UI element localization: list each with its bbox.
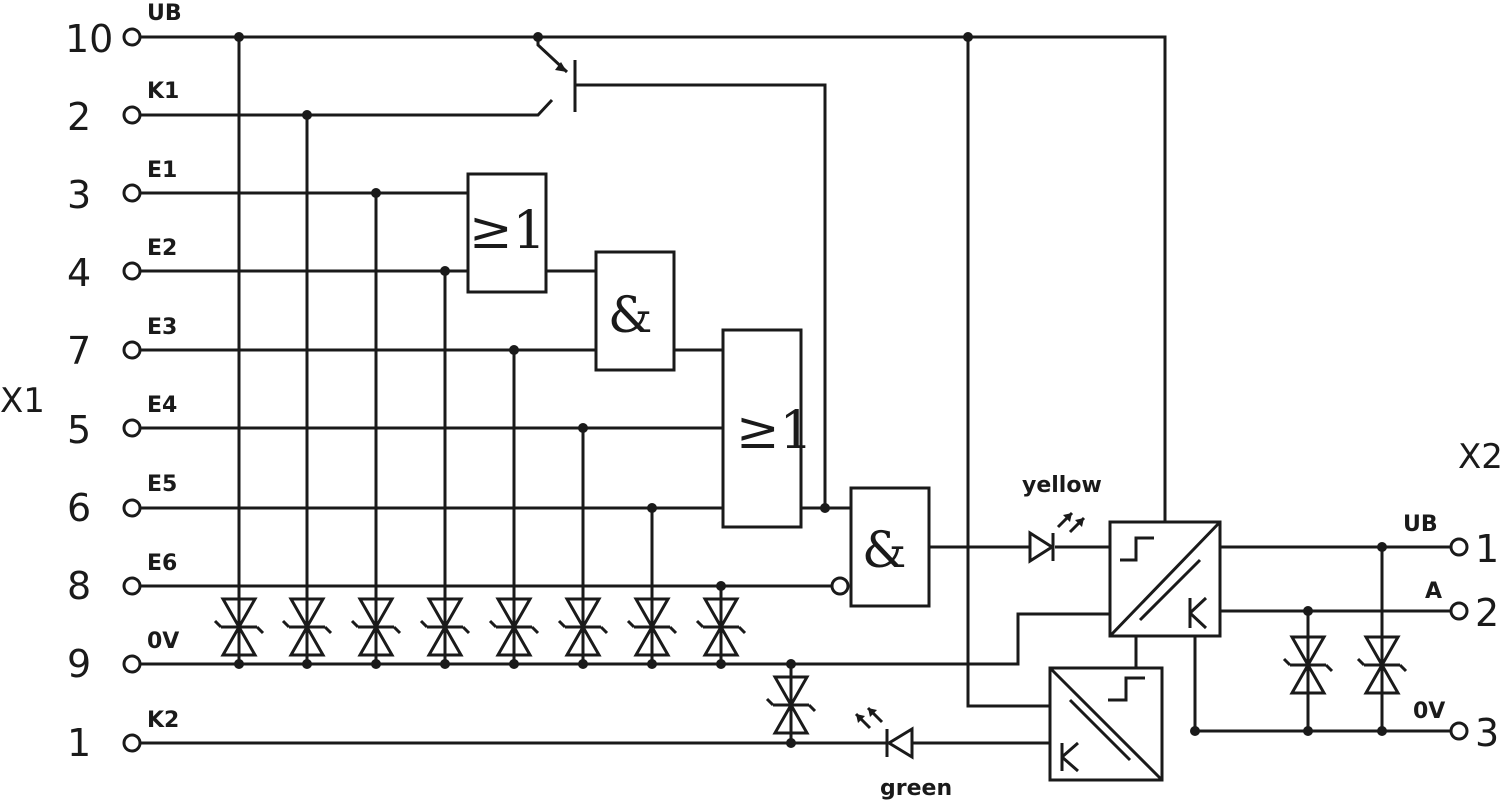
x1-signal-label: E6 xyxy=(147,551,177,576)
tvs-diode-icon xyxy=(488,597,540,657)
x1-signal-label: E2 xyxy=(147,236,177,261)
x1-terminal xyxy=(122,105,142,125)
x1-signal-label: K1 xyxy=(147,79,179,104)
lower-converter xyxy=(1048,666,1164,782)
inverter-bubble xyxy=(830,576,850,596)
transistor-arrow-icon xyxy=(555,62,567,72)
green-led-label: green xyxy=(880,776,952,801)
yellow-led-label: yellow xyxy=(1022,473,1102,498)
and-gate-1 xyxy=(594,250,676,372)
x1-signal-label: 0V xyxy=(147,629,179,654)
x1-terminal xyxy=(122,27,142,47)
tvs-diode-icon xyxy=(557,597,609,657)
x1-pin-number: 5 xyxy=(67,408,91,452)
x2-pin-number: 1 xyxy=(1475,527,1499,571)
x2-signal-label: UB xyxy=(1403,512,1438,537)
x1-terminal xyxy=(122,654,142,674)
x2-signal-label: A xyxy=(1425,579,1442,604)
tvs-diode-icon xyxy=(281,597,333,657)
x1-signal-label: E5 xyxy=(147,472,177,497)
x1-terminal xyxy=(122,340,142,360)
and-gate-2-label: & xyxy=(862,521,907,579)
tvs-diode-icon xyxy=(213,597,265,657)
x1-terminal xyxy=(122,576,142,596)
tvs-diode-bank xyxy=(213,597,1408,735)
x1-terminals xyxy=(122,27,142,753)
x1-signal-label: E3 xyxy=(147,315,177,340)
x1-pin-number: 3 xyxy=(67,173,91,217)
x1-terminal xyxy=(122,733,142,753)
tvs-diode-icon xyxy=(626,597,678,657)
and-gate-1-label: & xyxy=(608,286,653,344)
x2-terminal xyxy=(1449,537,1469,557)
x1-pin-number: 6 xyxy=(67,486,91,530)
x1-pin-number: 2 xyxy=(67,95,91,139)
x1-terminal xyxy=(122,183,142,203)
x1-pin-number: 10 xyxy=(65,17,113,61)
or-gate-1-label: ≥1 xyxy=(469,201,546,261)
connector-x2-label: X2 xyxy=(1458,437,1500,477)
and-gate-2 xyxy=(849,486,931,608)
tvs-diode-icon xyxy=(419,597,471,657)
x1-pin-number: 9 xyxy=(67,642,91,686)
x1-pin-number: 8 xyxy=(67,564,91,608)
x1-signal-label: E1 xyxy=(147,158,177,183)
tvs-diode-icon xyxy=(350,597,402,657)
upper-converter xyxy=(1108,520,1222,638)
x1-pin-number: 1 xyxy=(67,721,91,765)
yellow-led xyxy=(1028,511,1086,564)
x1-pin-number: 4 xyxy=(67,251,91,295)
x2-signal-label: 0V xyxy=(1413,699,1445,724)
tvs-diode-icon xyxy=(695,597,747,657)
connector-x1-label: X1 xyxy=(0,381,45,421)
x1-signal-label: UB xyxy=(147,1,182,26)
x1-terminal xyxy=(122,498,142,518)
x2-pin-number: 2 xyxy=(1475,591,1499,635)
x2-pin-number: 3 xyxy=(1475,711,1499,755)
or-gate-2-label: ≥1 xyxy=(736,401,813,461)
tvs-diode-icon xyxy=(765,675,817,735)
junction-dots xyxy=(234,32,1387,748)
x1-terminal xyxy=(122,261,142,281)
or-gate-2 xyxy=(721,328,803,529)
tvs-diode-icon xyxy=(1282,635,1334,695)
or-gate-1 xyxy=(466,172,548,294)
x1-signal-label: K2 xyxy=(147,708,179,733)
x2-terminals xyxy=(1449,537,1469,741)
x1-signal-label: E4 xyxy=(147,393,177,418)
x1-terminal xyxy=(122,418,142,438)
green-led xyxy=(854,706,914,760)
x2-terminal xyxy=(1449,601,1469,621)
tvs-diode-icon xyxy=(1356,635,1408,695)
x2-terminal xyxy=(1449,721,1469,741)
x1-pin-number: 7 xyxy=(67,329,91,373)
